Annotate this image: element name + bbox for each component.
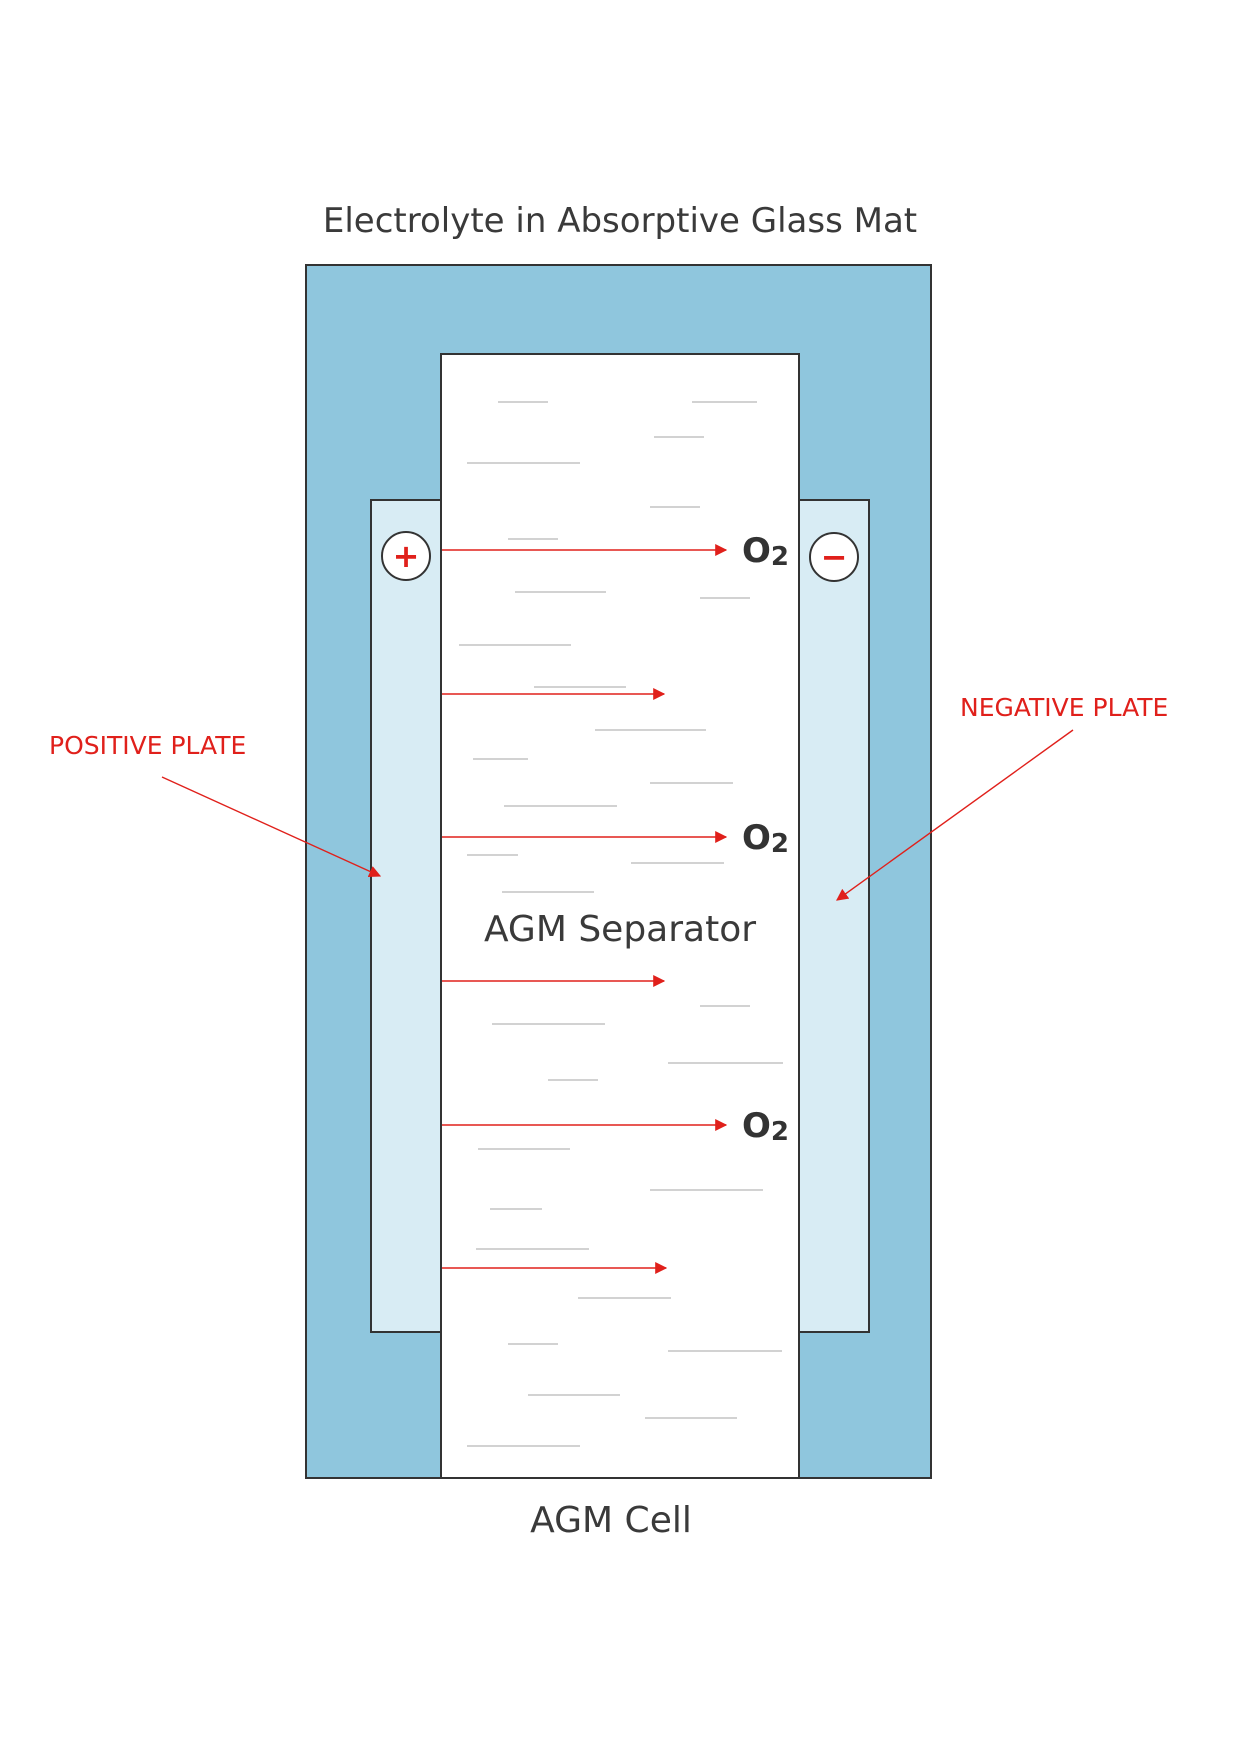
negative-plate [798, 499, 870, 1333]
positive-symbol-circle [381, 531, 431, 581]
positive-plate [370, 499, 443, 1333]
oxygen-label: O2 [742, 818, 789, 859]
agm-separator [440, 353, 800, 1479]
glass-fibers [459, 401, 783, 1447]
oxygen-label: O2 [742, 1106, 789, 1147]
negative-plate-label: NEGATIVE PLATE [960, 693, 1168, 722]
minus-icon: − [821, 538, 848, 576]
diagram-title: Electrolyte in Absorptive Glass Mat [323, 201, 917, 241]
positive-plate-label: POSITIVE PLATE [49, 731, 246, 760]
negative-plate-pointer [836, 729, 1074, 901]
plus-icon: + [393, 537, 420, 575]
negative-terminal: − [809, 532, 859, 582]
positive-terminal: + [381, 531, 431, 581]
oxygen-flow-arrows [442, 544, 728, 1274]
positive-plate-pointer [161, 776, 382, 877]
separator-label: AGM Separator [484, 909, 756, 950]
oxygen-label: O2 [742, 531, 789, 572]
negative-symbol-circle [809, 532, 859, 582]
cell-label: AGM Cell [530, 1500, 692, 1541]
